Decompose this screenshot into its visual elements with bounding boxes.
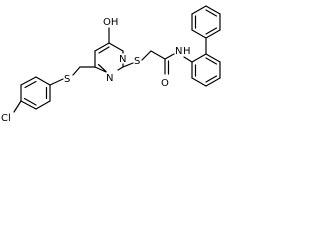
carbonyl-oxygen-label: O (161, 78, 169, 89)
ring-nitrogen-upper-label: N (119, 54, 126, 65)
chemical-structure: Cl S N N OH S O N H (1, 5, 221, 124)
bond (191, 29, 207, 39)
bond (72, 66, 81, 76)
thioether-sulfur-label: S (134, 56, 140, 67)
bond (117, 66, 124, 71)
double-bond-inner (23, 97, 37, 106)
bond (94, 42, 110, 52)
amide-hydrogen-label: H (183, 46, 191, 57)
benzyl-sulfur-label: S (64, 74, 70, 85)
bond (49, 78, 64, 86)
bond (191, 5, 207, 15)
double-bond-inner (24, 80, 37, 89)
bond (94, 66, 107, 73)
chlorine-label: Cl (1, 113, 11, 124)
double-bond-inner (97, 63, 107, 73)
bond (205, 53, 221, 63)
double-bond-inner (205, 27, 218, 35)
bond (35, 100, 51, 110)
double-bond-inner (205, 9, 218, 17)
bond (20, 76, 37, 86)
bond (20, 100, 37, 110)
double-bond-inner (205, 75, 218, 83)
bond (164, 53, 175, 60)
bond (191, 53, 207, 63)
anilide-phenyl-ring (191, 53, 221, 87)
biphenyl-upper-ring (191, 5, 221, 39)
bond (35, 76, 51, 86)
bond (150, 50, 166, 60)
bond (191, 77, 207, 87)
bond (108, 42, 124, 52)
pyrimidine-ring (94, 42, 124, 73)
amide-nitrogen-label: N (175, 46, 182, 57)
chlorophenyl-ring (20, 76, 51, 110)
bond (205, 77, 221, 87)
bond (205, 29, 221, 39)
bond (205, 5, 221, 15)
double-bond-inner (205, 57, 218, 65)
ring-nitrogen-lower-label: N (106, 73, 113, 84)
bond (122, 62, 134, 68)
bond (183, 56, 193, 63)
hydroxyl-label: OH (103, 17, 118, 28)
double-bond-inner (98, 46, 110, 54)
bond (141, 50, 152, 61)
c-cl-bond (13, 100, 22, 113)
